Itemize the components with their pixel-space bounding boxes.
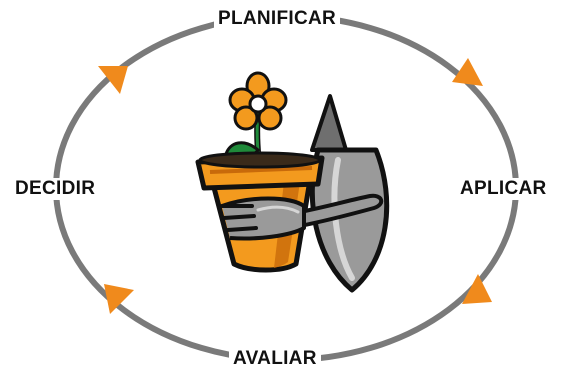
stage-label-aplicar: APLICAR <box>456 178 551 200</box>
stage-label-avaliar: AVALIAR <box>229 348 321 370</box>
flower-pot-illustration <box>195 71 390 293</box>
flower-icon <box>228 71 288 131</box>
arrow-top-left <box>98 66 128 94</box>
arrow-top-right <box>452 58 483 86</box>
stage-label-planificar: PLANIFICAR <box>214 8 341 30</box>
trowel-icon <box>309 94 390 293</box>
arrow-bottom-left <box>104 284 134 314</box>
garden-fork-icon <box>220 193 384 241</box>
cycle-arrows <box>98 58 492 314</box>
stage-label-decidir: DECIDIR <box>11 178 100 200</box>
arrow-bottom-right <box>462 274 492 304</box>
